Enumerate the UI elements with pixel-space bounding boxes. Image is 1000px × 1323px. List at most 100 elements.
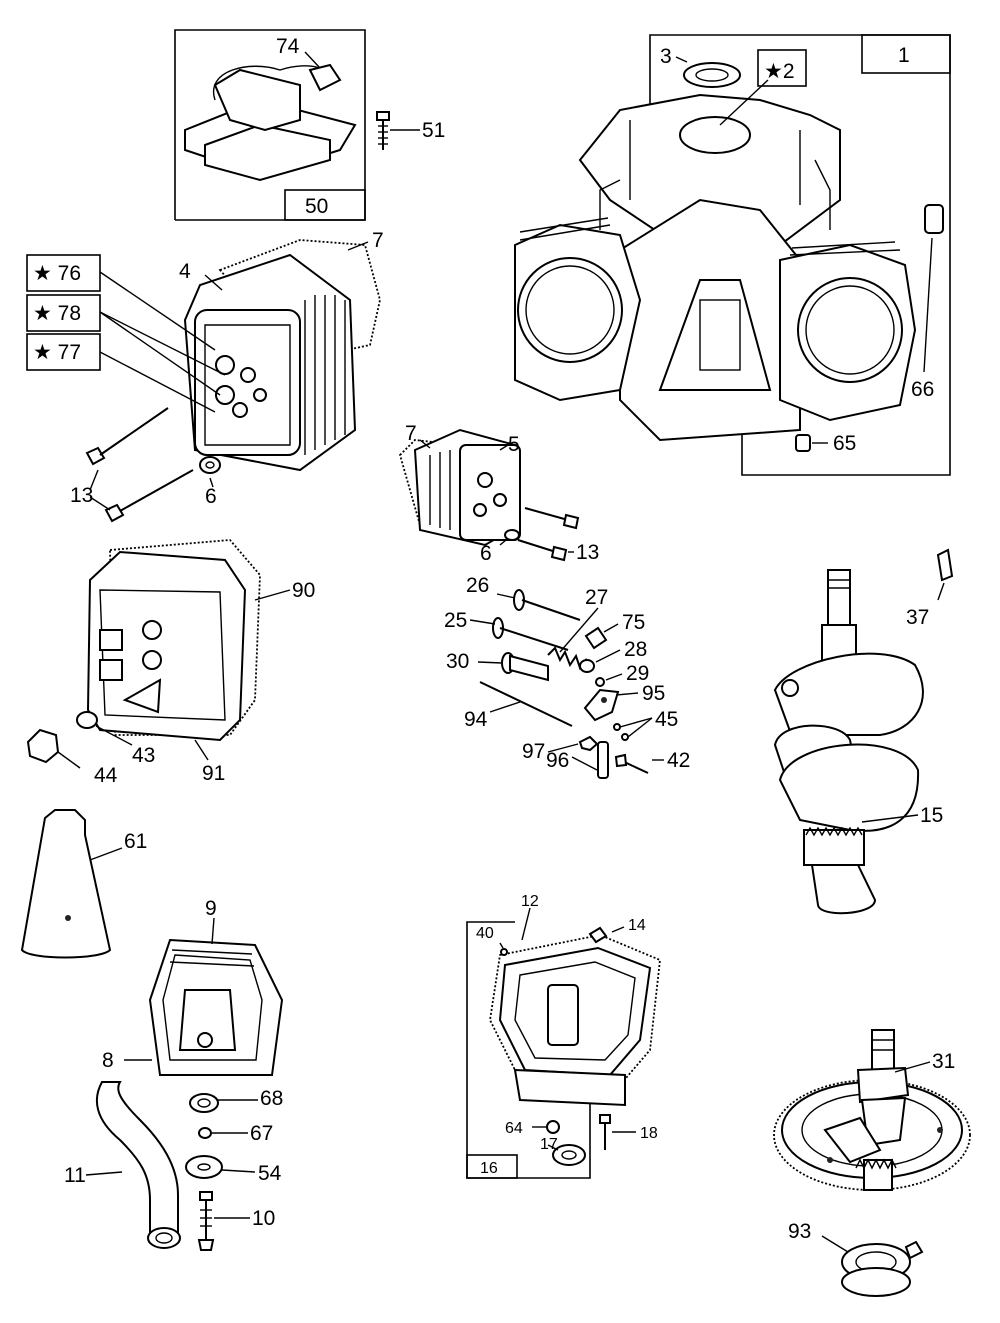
dowel-part-66[interactable] xyxy=(924,204,944,234)
callout-42: 42 xyxy=(667,749,690,772)
callout-37: 37 xyxy=(906,606,929,629)
retainer-part-29[interactable] xyxy=(595,677,605,687)
callout-75: 75 xyxy=(622,611,645,634)
camshaft-part-31[interactable] xyxy=(773,1029,971,1191)
bolt-part-13-upper[interactable] xyxy=(85,407,169,466)
cylinder-assembly-group-1: 3 ★2 1 66 65 xyxy=(514,34,951,476)
washer-part-43[interactable] xyxy=(76,711,98,729)
bolt-part-18[interactable] xyxy=(599,1114,611,1150)
hose-part-11[interactable] xyxy=(95,1081,181,1249)
cam-gear-part-93[interactable] xyxy=(841,1240,924,1297)
dowel-part-65[interactable] xyxy=(795,434,811,452)
callout-10: 10 xyxy=(252,1207,275,1230)
sump-group-16: 12 14 40 64 17 18 16 xyxy=(466,893,661,1179)
callout-93: 93 xyxy=(788,1220,811,1243)
callout-16: 16 xyxy=(480,1160,498,1177)
callout-6-right: 6 xyxy=(480,542,492,565)
callout-15: 15 xyxy=(920,804,943,827)
callout-65: 65 xyxy=(833,432,856,455)
callout-40: 40 xyxy=(476,925,494,942)
rocker-arm-part-95[interactable] xyxy=(583,688,620,722)
bolt-part-13-right-upper[interactable] xyxy=(524,507,580,530)
callout-6-left: 6 xyxy=(205,485,217,508)
rocker-shaft-part-96[interactable] xyxy=(597,741,609,779)
callout-7-right: 7 xyxy=(405,422,417,445)
nut-part-44[interactable] xyxy=(26,728,60,764)
fitting-part-14[interactable] xyxy=(588,926,608,944)
shroud-part-8[interactable] xyxy=(148,938,284,1076)
callout-96: 96 xyxy=(546,749,569,772)
callout-17: 17 xyxy=(540,1136,558,1153)
callout-45: 45 xyxy=(655,708,678,731)
cylinder-head-part-5[interactable] xyxy=(413,428,522,547)
screw-part-51[interactable] xyxy=(376,111,390,150)
callout-13-right: 13 xyxy=(576,541,599,564)
callout-3: 3 xyxy=(660,45,672,68)
rocker-stud-part-97[interactable] xyxy=(578,735,599,752)
callout-44: 44 xyxy=(94,764,118,787)
callout-50: 50 xyxy=(305,195,328,218)
cylinder-head-group-4: 4 7 ★ 76 ★ 78 ★ 77 13 6 xyxy=(26,229,384,523)
baffle-part-61[interactable] xyxy=(20,809,112,959)
washer-part-6-right[interactable] xyxy=(504,529,520,541)
callout-43: 43 xyxy=(132,744,155,767)
cylinder-block-part-1[interactable] xyxy=(514,93,917,442)
spring-retainer-part-28[interactable] xyxy=(579,659,595,673)
callout-67: 67 xyxy=(250,1122,273,1145)
callout-28: 28 xyxy=(624,638,647,661)
crankshaft-group: 37 15 xyxy=(773,548,954,915)
callout-64: 64 xyxy=(505,1120,523,1137)
callout-68: 68 xyxy=(260,1087,283,1110)
seal-part-17[interactable] xyxy=(552,1144,586,1166)
key-part-37[interactable] xyxy=(936,548,954,582)
callout-5: 5 xyxy=(508,433,520,456)
camshaft-group: 31 93 xyxy=(773,1029,971,1297)
o-ring-part-67[interactable] xyxy=(198,1127,212,1139)
callout-90: 90 xyxy=(292,579,315,602)
crankshaft-part-15[interactable] xyxy=(773,569,924,915)
bolt-part-13-lower[interactable] xyxy=(104,469,194,523)
rocker-cover-part-91[interactable] xyxy=(86,550,247,742)
callout-91: 91 xyxy=(202,762,225,785)
callout-30: 30 xyxy=(446,650,469,673)
callout-1: 1 xyxy=(898,44,910,67)
ignition-armature-part-74[interactable] xyxy=(184,63,357,182)
callout-77: ★ 77 xyxy=(33,341,81,364)
ring-part-40[interactable] xyxy=(500,948,508,956)
stud-part-42[interactable] xyxy=(614,753,649,774)
seal-part-3[interactable] xyxy=(683,62,741,88)
washer-part-54[interactable] xyxy=(185,1155,223,1179)
bolt-part-13-right-lower[interactable] xyxy=(517,539,568,562)
valve-cap-part-75[interactable] xyxy=(584,626,608,650)
grommet-part-68[interactable] xyxy=(189,1093,219,1113)
washer-part-6-left[interactable] xyxy=(199,456,221,474)
callout-18: 18 xyxy=(640,1125,658,1142)
callout-74: 74 xyxy=(276,35,300,58)
valve-part-25[interactable] xyxy=(492,617,569,651)
sump-part-12[interactable] xyxy=(489,934,661,1107)
gasket-part-9[interactable] xyxy=(169,949,255,967)
callout-95: 95 xyxy=(642,682,665,705)
cylinder-head-part-4[interactable] xyxy=(183,253,357,472)
rocker-cover-group: 90 43 91 44 xyxy=(26,539,315,787)
callout-14: 14 xyxy=(628,917,646,934)
valve-train-group: 26 25 27 75 28 29 30 95 94 45 97 42 96 xyxy=(444,574,690,779)
callout-61: 61 xyxy=(124,830,147,853)
tappet-part-30[interactable] xyxy=(501,652,549,682)
drain-plug-part-10[interactable] xyxy=(197,1191,215,1251)
callout-51: 51 xyxy=(422,119,445,142)
push-rod-part-94[interactable] xyxy=(479,681,573,727)
lower-left-group: 61 9 8 xyxy=(20,809,284,1251)
callout-94: 94 xyxy=(464,708,488,731)
callout-12: 12 xyxy=(521,893,539,910)
callout-78: ★ 78 xyxy=(33,302,81,325)
ignition-armature-group-50: 74 51 50 xyxy=(174,29,445,221)
callout-4: 4 xyxy=(179,260,191,283)
callout-11: 11 xyxy=(64,1164,86,1187)
callout-8: 8 xyxy=(102,1049,114,1072)
plug-part-64[interactable] xyxy=(546,1120,560,1134)
callout-54: 54 xyxy=(258,1162,282,1185)
callout-66: 66 xyxy=(911,378,934,401)
valve-part-26[interactable] xyxy=(513,589,581,621)
